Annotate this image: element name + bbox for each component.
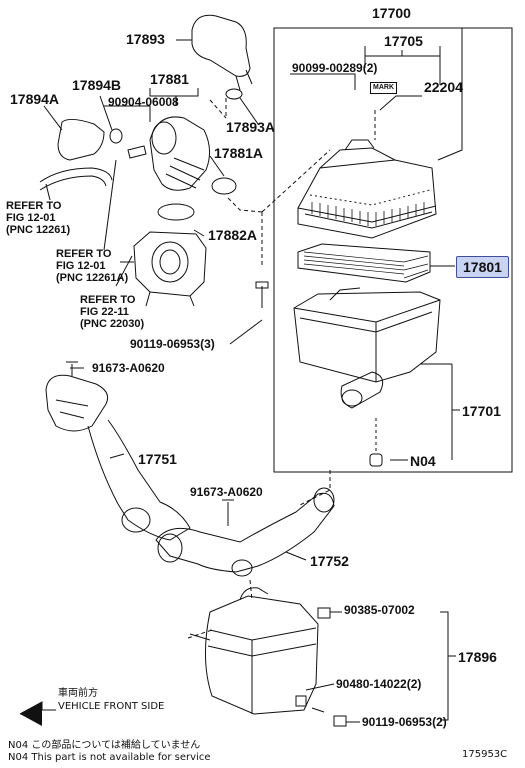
label-91673-a0620-upper: 91673-A0620 (92, 361, 165, 375)
label-17752: 17752 (310, 553, 349, 569)
label-90099-00289: 90099-00289(2) (292, 61, 378, 75)
label-17801-highlighted[interactable]: 17801 (456, 256, 509, 278)
refer-note-2-line3: (PNC 12261A) (56, 272, 129, 284)
clamp-17893a (225, 88, 243, 100)
front-side-en: VEHICLE FRONT SIDE (58, 701, 165, 712)
bolt-90119-upper (255, 281, 269, 308)
air-filter-element (297, 243, 431, 283)
label-90904-06008: 90904-06008 (108, 95, 179, 109)
refer-note-3-line2: FIG 22-11 (80, 306, 129, 318)
refer-note-1: REFER TO FIG 12-01 (PNC 12261) (6, 200, 70, 236)
refer-note-2: REFER TO FIG 12-01 (PNC 12261A) (56, 248, 128, 284)
bracket-17705 (364, 46, 441, 57)
refer-note-1-line2: FIG 12-01 (6, 212, 56, 224)
hose-17894a (57, 118, 105, 161)
refer-note-1-line3: (PNC 12261) (6, 224, 71, 236)
label-17893: 17893 (126, 31, 165, 47)
label-22204: 22204 (424, 79, 463, 95)
hose-17751 (87, 419, 191, 541)
label-17882a: 17882A (208, 227, 258, 243)
refer-note-2-line2: FIG 12-01 (56, 260, 106, 272)
duct-17893 (191, 14, 251, 77)
footnote-en: N04 This part is not available for servi… (8, 752, 211, 763)
refer-note-3: REFER TO FIG 22-11 (PNC 22030) (80, 294, 144, 330)
bracket-17751 (45, 374, 109, 432)
label-17700: 17700 (372, 5, 411, 21)
refer-note-3-line1: REFER TO (80, 294, 136, 306)
label-17881: 17881 (150, 71, 189, 87)
label-17881a: 17881A (214, 145, 264, 161)
label-17896: 17896 (458, 649, 497, 665)
hose-17752 (155, 492, 335, 573)
front-side-jp: 車両前方 (58, 688, 98, 699)
label-17893a: 17893A (226, 119, 276, 135)
refer-note-3-line3: (PNC 22030) (80, 318, 145, 330)
refer-note-2-line1: REFER TO (56, 248, 112, 260)
label-17751: 17751 (138, 451, 177, 467)
grommet-N04 (369, 453, 383, 467)
label-17705: 17705 (384, 33, 423, 49)
label-17701: 17701 (462, 403, 501, 419)
throttle-body (133, 231, 207, 297)
label-90119-06953-2: 90119-06953(2) (362, 715, 447, 729)
label-17894b: 17894B (72, 77, 122, 93)
label-N04: N04 (410, 453, 436, 469)
label-90385-07002: 90385-07002 (344, 603, 415, 617)
label-91673-a0620-lower: 91673-A0620 (190, 485, 263, 499)
clamp-17881a (211, 177, 237, 195)
footnote-jp: N04 この部品については補給していません (8, 740, 201, 751)
clamp-17882a (157, 203, 195, 221)
label-90119-06953-3: 90119-06953(3) (130, 337, 215, 351)
assembly-box-17700 (273, 27, 513, 473)
hose-17881 (149, 116, 210, 191)
resonator-17896 (205, 595, 319, 715)
label-17894a: 17894A (10, 91, 60, 107)
air-cleaner-cap (297, 159, 437, 239)
clamp-17894b (109, 128, 123, 144)
mark-tag: MARK (370, 82, 397, 94)
refer-note-1-line1: REFER TO (6, 200, 62, 212)
label-90480-14022-2: 90480-14022(2) (336, 677, 422, 691)
air-cleaner-case (293, 291, 441, 383)
figure-id: 175953C (462, 749, 508, 760)
